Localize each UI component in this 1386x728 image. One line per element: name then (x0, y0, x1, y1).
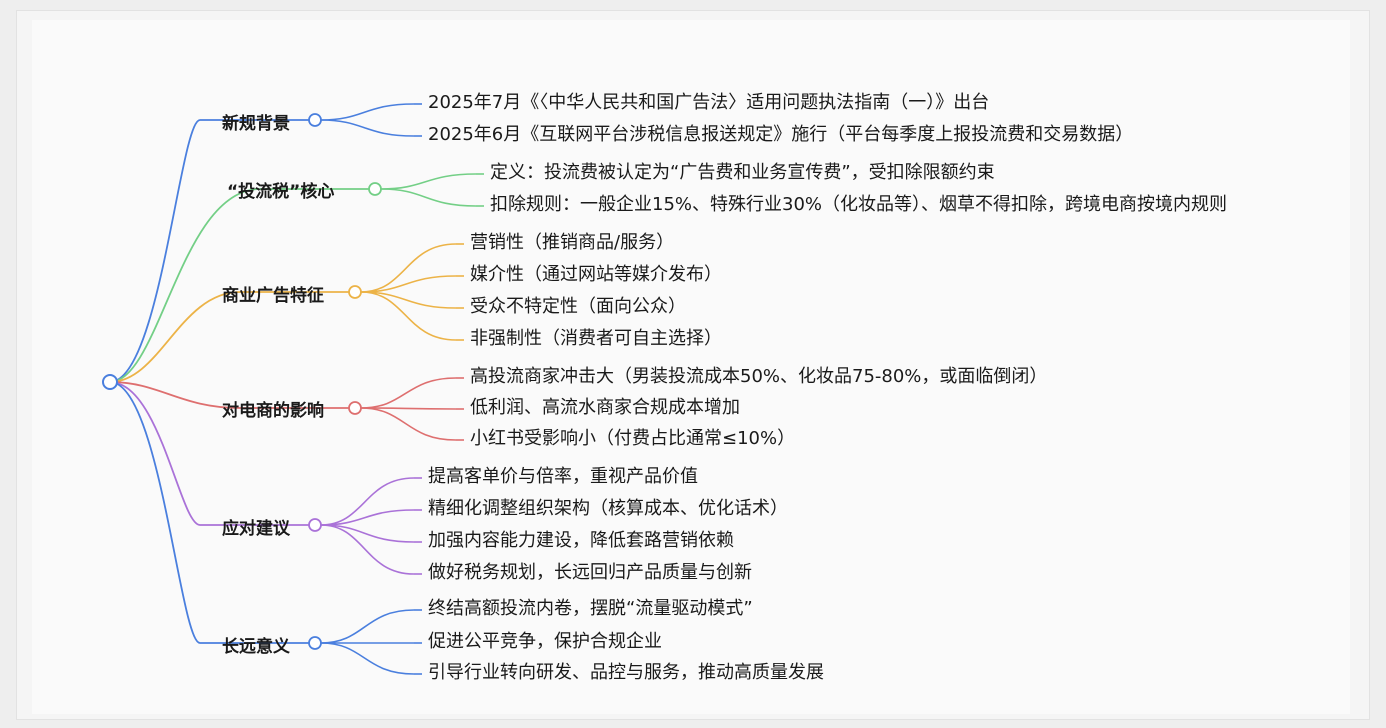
branch-node[interactable]: 商业广告特征 (222, 286, 324, 306)
leaf-node[interactable]: 营销性（推销商品/服务） (470, 232, 675, 253)
branch-leaf-link (320, 524, 415, 543)
leaf-node[interactable]: 终结高额投流内卷，摆脱“流量驱动模式” (428, 598, 753, 619)
root-branch-link (109, 119, 201, 383)
branch-leaf-link (360, 243, 457, 293)
branch-node-circle (308, 113, 322, 127)
root-branch-link (109, 188, 261, 383)
leaf-node[interactable]: 提高客单价与倍率，重视产品价值 (428, 466, 698, 487)
branch-leaf-link (360, 377, 457, 409)
leaf-node[interactable]: 小红书受影响小（付费占比通常≤10%） (470, 428, 796, 449)
branch-leaf-link (320, 609, 415, 644)
leaf-node[interactable]: 做好税务规划，长远回归产品质量与创新 (428, 562, 752, 583)
branch-node[interactable]: 长远意义 (222, 637, 290, 657)
branch-leaf-link (360, 407, 457, 410)
branch-node[interactable]: “投流税”核心 (227, 182, 335, 202)
branch-node[interactable]: 应对建议 (222, 519, 290, 539)
leaf-node[interactable]: 引导行业转向研发、品控与服务，推动高质量发展 (428, 662, 824, 683)
leaf-node[interactable]: 定义：投流费被认定为“广告费和业务宣传费”，受扣除限额约束 (490, 162, 995, 183)
branch-node[interactable]: 对电商的影响 (222, 401, 324, 421)
branch-leaf-link (320, 119, 415, 137)
branch-leaf-link (360, 291, 457, 341)
branch-leaf-link (320, 103, 415, 121)
branch-leaf-link (320, 509, 415, 526)
branch-leaf-link (360, 275, 457, 293)
root-branch-link (109, 381, 241, 409)
leaf-node[interactable]: 精细化调整组织架构（核算成本、优化话术） (428, 498, 788, 519)
leaf-node[interactable]: 扣除规则：一般企业15%、特殊行业30%（化妆品等）、烟草不得扣除，跨境电商按境… (490, 194, 1228, 215)
branch-leaf-link (320, 524, 415, 575)
branch-leaf-link (380, 173, 477, 190)
branch-node-circle (308, 636, 322, 650)
leaf-node[interactable]: 2025年6月《互联网平台涉税信息报送规定》施行（平台每季度上报投流费和交易数据… (428, 124, 1134, 145)
root-branch-link (109, 291, 241, 383)
root-branch-link (109, 381, 201, 526)
branch-leaf-link (320, 642, 415, 675)
branch-node[interactable]: 新规背景 (222, 114, 290, 134)
branch-node-circle (368, 182, 382, 196)
branch-node-circle (348, 401, 362, 415)
branch-node-circle (308, 518, 322, 532)
root-branch-link (109, 381, 201, 644)
root-node-circle (102, 374, 118, 390)
leaf-node[interactable]: 受众不特定性（面向公众） (470, 296, 686, 317)
branch-leaf-link (360, 407, 457, 441)
leaf-node[interactable]: 媒介性（通过网站等媒介发布） (470, 264, 722, 285)
branch-leaf-link (320, 477, 415, 526)
branch-leaf-link (380, 188, 477, 207)
mindmap-canvas (32, 20, 1350, 714)
leaf-node[interactable]: 促进公平竞争，保护合规企业 (428, 631, 662, 652)
leaf-node[interactable]: 低利润、高流水商家合规成本增加 (470, 397, 740, 418)
branch-leaf-link (360, 291, 457, 309)
leaf-node[interactable]: 2025年7月《〈中华人民共和国广告法〉适用问题执法指南（一）》出台 (428, 92, 990, 113)
leaf-node[interactable]: 非强制性（消费者可自主选择） (470, 328, 722, 349)
leaf-node[interactable]: 加强内容能力建设，降低套路营销依赖 (428, 530, 734, 551)
leaf-node[interactable]: 高投流商家冲击大（男装投流成本50%、化妆品75-80%，或面临倒闭） (470, 366, 1048, 387)
branch-node-circle (348, 285, 362, 299)
